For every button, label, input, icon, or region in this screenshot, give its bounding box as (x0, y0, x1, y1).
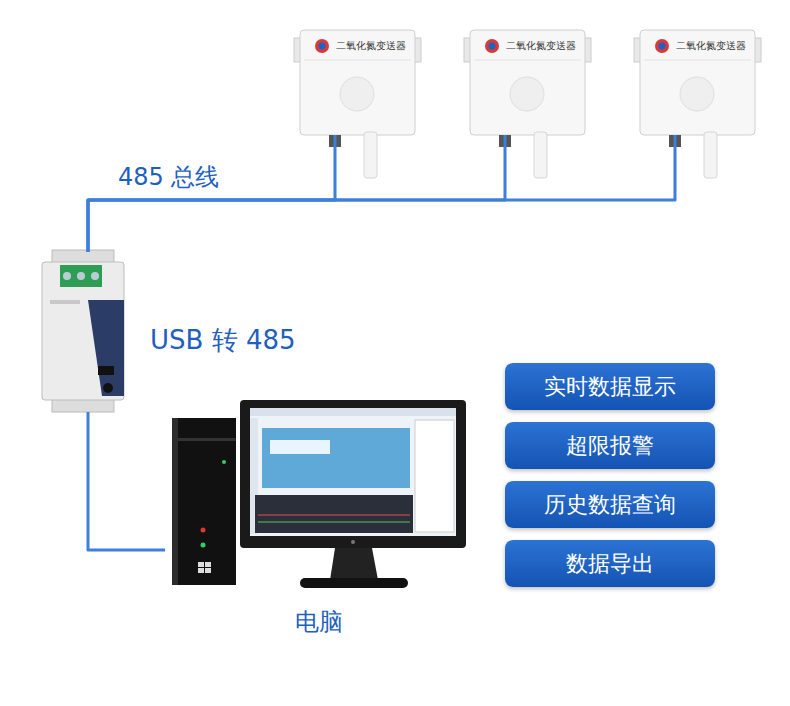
computer-part (198, 562, 204, 567)
computer-part (250, 408, 456, 416)
usb-converter-part (77, 272, 85, 280)
sensor-transmitter-part (489, 43, 496, 50)
node-text: 二氧化氮变送器 (506, 40, 576, 52)
usb-converter-part (60, 265, 102, 287)
feature-button: 超限报警 (505, 422, 715, 469)
sensor-transmitter-part (659, 43, 666, 50)
computer-part (258, 522, 410, 523)
node-text: 数据导出 (566, 550, 654, 578)
sensor-transmitter-part (340, 77, 374, 111)
node-text: 二氧化氮变送器 (676, 40, 746, 52)
usb-converter-part (42, 262, 124, 400)
feature-button: 实时数据显示 (505, 363, 715, 410)
sensor-transmitter-part (534, 132, 547, 178)
sensor-transmitter: 二氧化氮变送器 (470, 30, 585, 135)
node-text: USB 转 485 (150, 324, 296, 356)
bus-wire (88, 135, 505, 252)
computer-part (201, 528, 206, 533)
sensor-transmitter-part (680, 77, 714, 111)
feature-button: 历史数据查询 (505, 481, 715, 528)
computer-part (240, 400, 466, 548)
sensor-transmitter: 二氧化氮变送器 (300, 30, 415, 135)
usb-converter-part (63, 272, 71, 280)
bus-wire (88, 135, 335, 252)
sensor-transmitter-part (704, 132, 717, 178)
computer-part (300, 578, 408, 588)
computer-part (270, 440, 330, 454)
sensor-transmitter (294, 30, 761, 178)
computer-part (330, 548, 378, 580)
feature-button: 数据导出 (505, 540, 715, 587)
sensor-transmitter (464, 30, 591, 178)
bus-wire (88, 412, 165, 550)
computer-part (250, 408, 456, 536)
computer-part (205, 568, 211, 573)
computer-part (222, 460, 226, 464)
sensor-transmitter-part (300, 30, 415, 135)
computer-part (172, 418, 178, 585)
sensor-transmitter (294, 30, 421, 178)
computer: 电脑 (165, 395, 470, 647)
computer-part (258, 515, 410, 516)
sensor-transmitter-part (644, 60, 751, 61)
sensor-transmitter-part (304, 60, 411, 61)
usb-converter-part (103, 383, 113, 393)
node-text: 超限报警 (566, 432, 654, 460)
usb-converter (42, 250, 124, 412)
computer-part (255, 495, 413, 533)
computer (172, 400, 466, 588)
bus-label: 485 总线 (116, 162, 221, 192)
sensor-transmitter-part (640, 30, 755, 135)
sensor-transmitter-part (485, 39, 499, 53)
sensor-transmitter-part (315, 39, 329, 53)
bus-wire (88, 135, 675, 252)
usb-converter-part (91, 272, 99, 280)
computer-part (415, 420, 454, 532)
node-text: 电脑 (295, 607, 343, 637)
sensor-transmitter-part (655, 39, 669, 53)
computer-part (262, 428, 410, 488)
computer-part (351, 540, 355, 544)
computer-part (205, 562, 211, 567)
node-text: 实时数据显示 (544, 373, 676, 401)
node-text: 历史数据查询 (544, 491, 676, 519)
computer-part (198, 568, 204, 573)
usb-converter-part (50, 300, 80, 304)
sensor-transmitter-part (364, 132, 377, 178)
sensor-transmitter-part (319, 43, 326, 50)
usb-converter: USB 转 485 (40, 252, 315, 412)
computer-part (201, 543, 206, 548)
node-text: 二氧化氮变送器 (336, 40, 406, 52)
sensor-transmitter: 二氧化氮变送器 (640, 30, 755, 135)
usb-converter-part (98, 366, 114, 375)
bus-label-text: 485 总线 (116, 162, 221, 192)
computer-part (178, 438, 236, 441)
sensor-transmitter (634, 30, 761, 178)
usb-converter-part (88, 300, 124, 396)
sensor-transmitter-part (470, 30, 585, 135)
computer-part (172, 418, 236, 585)
sensor-transmitter-part (474, 60, 581, 61)
sensor-transmitter-part (510, 77, 544, 111)
